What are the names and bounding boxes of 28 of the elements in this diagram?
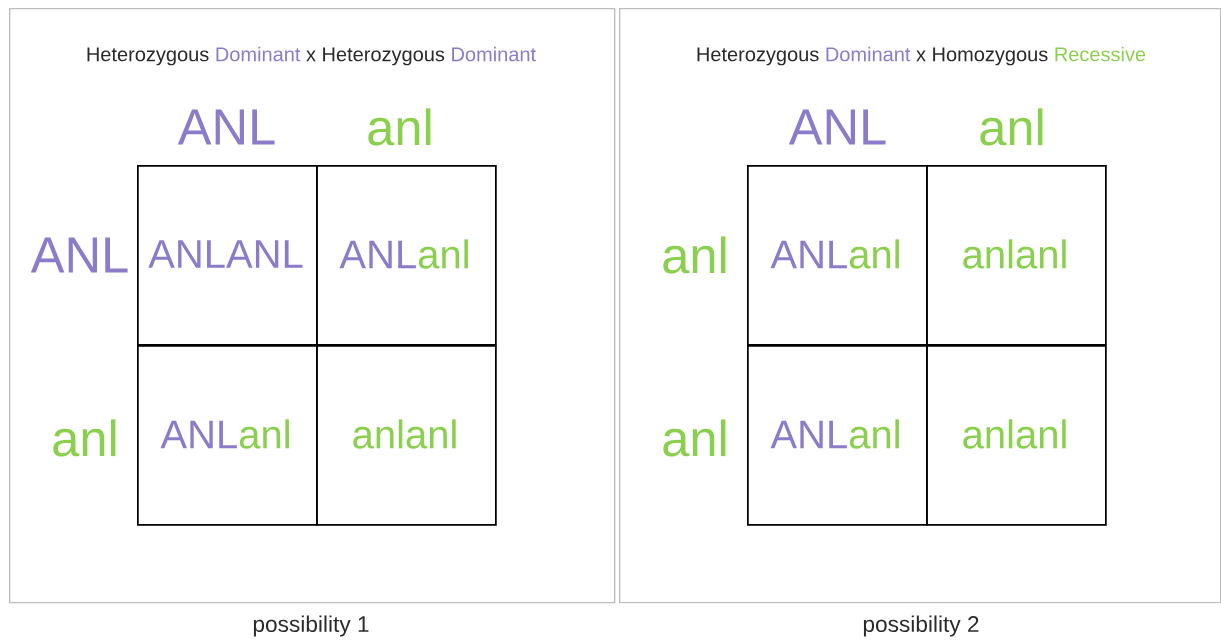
allele-label: ANL [177,109,275,145]
node-label: Recessive [1055,46,1146,62]
node-label: Heterozygous [697,47,819,66]
panel-title: Heterozygous Dominant x Heterozygous Dominant [87,46,536,66]
punnett-cell: anlanl [926,165,1107,346]
allele-label: anl [663,419,726,457]
node-label: Dominant [216,46,301,62]
allele-label: anl [663,236,726,274]
node-label: Dominant [826,46,911,62]
punnett-cell: ANLanl [747,165,928,346]
panel-title: Heterozygous Dominant x Homozygous Recessive [697,46,1146,66]
punnett-cell: ANLanl [747,345,928,526]
node-label: x Homozygous [916,47,1048,66]
panel-label: possibility 2 [863,615,979,637]
allele-label: anl [980,108,1043,146]
allele-label: ANL [30,237,128,273]
punnett-cell: anlanl [926,345,1107,526]
panel-label: possibility 1 [253,615,369,637]
node-label: Dominant [452,46,536,62]
punnett-cell: ANLanl [316,165,497,346]
allele-label: ANL [788,109,886,145]
punnett-cell: anlanl [316,345,497,526]
node-label: x Heterozygous [306,47,445,66]
punnett-cell: ANLanl [137,345,318,526]
node-label: Heterozygous [87,47,209,66]
allele-label: anl [53,419,116,457]
punnett-cell: ANLANL [137,165,318,346]
allele-label: anl [368,108,431,146]
